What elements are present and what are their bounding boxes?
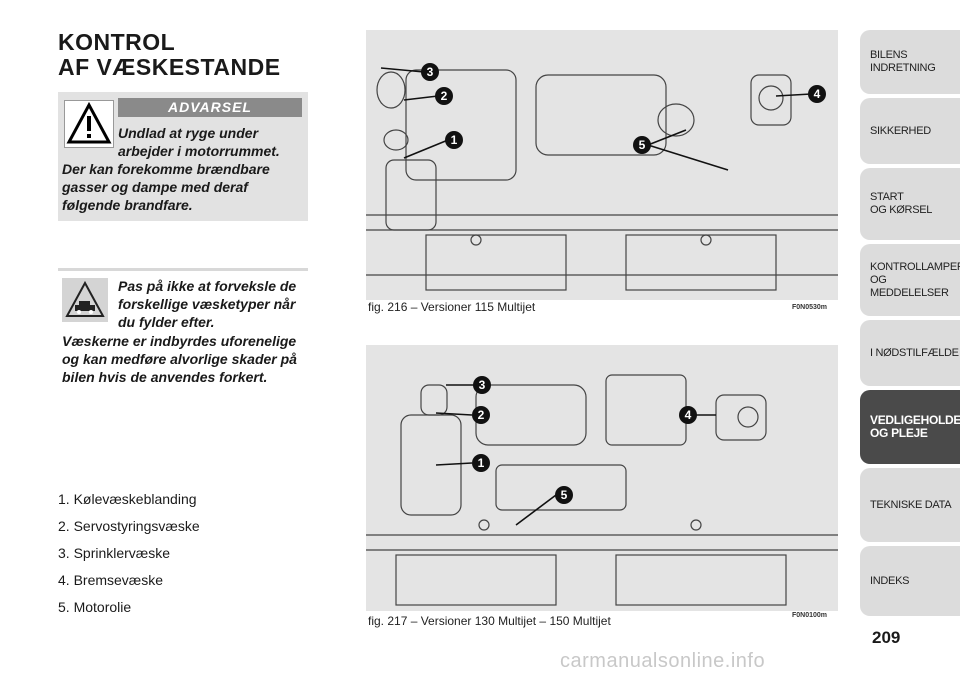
tab-sikkerhed[interactable]: SIKKERHED [860,98,960,164]
callout-2: 2 [478,408,485,422]
callout-3: 3 [479,378,486,392]
page-number: 209 [872,628,901,647]
legend-item: 2. Servostyringsvæske [58,518,200,534]
legend-item: 5. Motorolie [58,599,132,615]
tab-tekniske-data[interactable]: TEKNISKE DATA [860,468,960,542]
legend-item: 3. Sprinklervæske [58,545,171,561]
title-line-2: AF VÆSKESTANDE [58,54,281,80]
engine-figure-217: 1 2 3 4 5 [366,345,838,611]
watermark: carmanualsonline.info [560,650,766,672]
callout-5: 5 [561,488,568,502]
figure-217-caption: fig. 217 – Versioner 130 Multijet – 150 … [368,614,611,628]
page-title: KONTROL AF VÆSKESTANDE [58,30,281,80]
attention-text-short: Pas på ikke at forveksle de forskellige … [118,278,297,330]
callout-4: 4 [814,87,821,101]
warning-triangle-icon [64,100,114,148]
fluid-legend: 1. Kølevæskeblanding 2. Servostyringsvæs… [58,486,200,621]
figure-216-code: F0N0530m [792,304,828,311]
figure-217-code: F0N0100m [792,612,828,619]
callout-1: 1 [451,133,458,147]
title-line-1: KONTROL [58,29,176,55]
warning-text-short: Undlad at ryge under arbejder i motorrum… [118,125,280,159]
legend-item: 4. Bremsevæske [58,572,164,588]
callout-4: 4 [685,408,692,422]
tab-vedligeholdelse[interactable]: VEDLIGEHOLDELSEOG PLEJE [860,390,960,464]
attention-text-long: Væskerne er indbyrdes uforenelige og kan… [62,333,297,385]
engine-figure-216: 1 2 3 4 5 [366,30,838,300]
tab-i-nodstilfaelde[interactable]: I NØDSTILFÆLDE [860,320,960,386]
engine-bay-drawing-217: 1 2 3 4 5 [366,374,838,606]
attention-divider [58,268,308,271]
callout-3: 3 [427,65,434,79]
warning-badge: ADVARSEL [118,98,302,117]
tab-indeks[interactable]: INDEKS [860,546,960,616]
vehicle-caution-icon [62,278,108,322]
warning-text-long: Der kan forekomme brændbare gasser og da… [62,161,270,213]
callout-2: 2 [441,89,448,103]
callout-1: 1 [478,456,485,470]
callout-5: 5 [639,138,646,152]
engine-bay-drawing-216: 1 2 3 4 5 [366,63,838,291]
legend-item: 1. Kølevæskeblanding [58,491,197,507]
figure-216-caption: fig. 216 – Versioner 115 Multijet [368,300,536,314]
